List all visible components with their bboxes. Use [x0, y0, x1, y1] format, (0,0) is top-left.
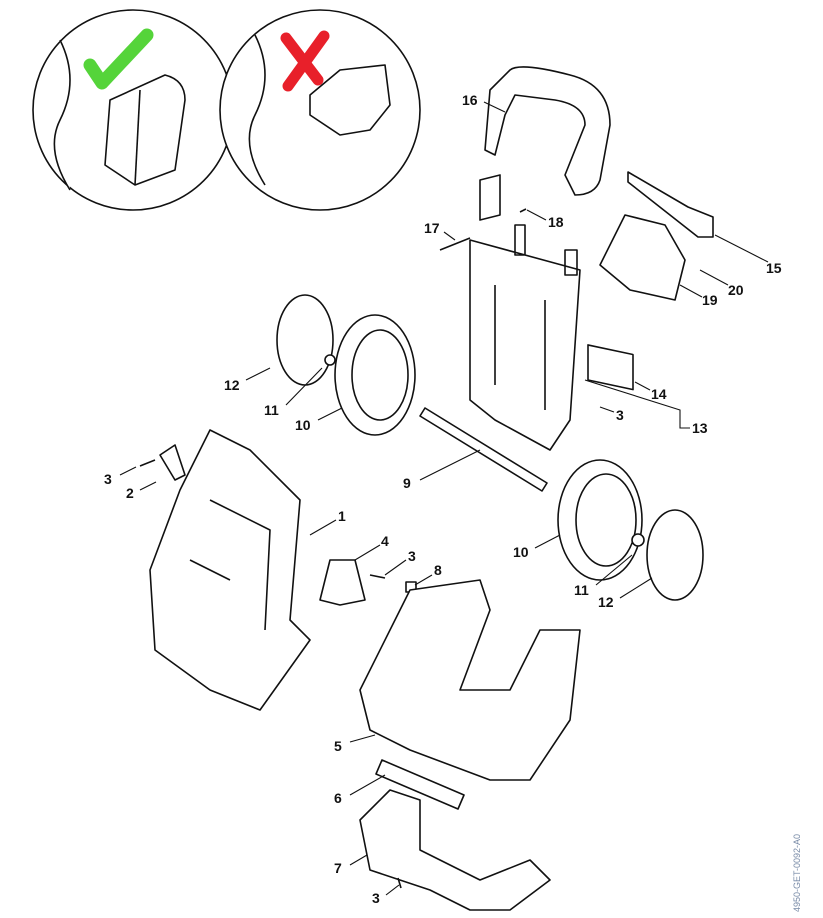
callout-3: 3	[408, 548, 416, 564]
part-axle	[419, 407, 548, 492]
part-19	[599, 214, 686, 301]
callout-16: 16	[462, 92, 478, 108]
callout-4: 4	[381, 533, 389, 549]
part-housing	[149, 429, 311, 711]
callout-14: 14	[651, 386, 667, 402]
check-icon	[83, 28, 154, 90]
part-wheel-right	[557, 459, 704, 601]
callout-10: 10	[513, 544, 529, 560]
callout-1: 1	[338, 508, 346, 524]
part-tube	[375, 759, 465, 810]
callout-11: 11	[264, 402, 279, 418]
part-label-plate	[587, 344, 634, 391]
callout-18: 18	[548, 214, 564, 230]
callout-9: 9	[403, 475, 411, 491]
callout-13: 13	[692, 420, 708, 436]
callout-2: 2	[126, 485, 134, 501]
callout-3: 3	[372, 890, 380, 906]
callout-19: 19	[702, 292, 718, 308]
callout-3: 3	[104, 471, 112, 487]
callout-10: 10	[295, 417, 311, 433]
callout-6: 6	[334, 790, 342, 806]
part-base	[359, 579, 581, 781]
part-handle	[484, 66, 611, 196]
drawing-code: 4950-GET-0092-A0	[792, 834, 802, 912]
callout-17: 17	[424, 220, 440, 236]
inset-correct	[32, 9, 234, 211]
callout-12: 12	[598, 594, 614, 610]
callout-5: 5	[334, 738, 342, 754]
callout-12: 12	[224, 377, 240, 393]
part-15	[627, 171, 714, 238]
part-wheel-left	[276, 294, 416, 436]
callout-3: 3	[616, 407, 624, 423]
leader-lines	[119, 101, 769, 896]
callout-20: 20	[728, 282, 744, 298]
callout-7: 7	[334, 860, 342, 876]
callout-11: 11	[574, 582, 589, 598]
callout-15: 15	[766, 260, 782, 276]
part-4	[319, 559, 366, 606]
callout-8: 8	[434, 562, 442, 578]
callout-labels: 16 17 18 15 20 19 14 13 3 12 11 10 9 3 2…	[104, 92, 782, 906]
part-7	[359, 789, 551, 911]
part-frame	[469, 174, 581, 451]
cross-icon	[280, 30, 330, 92]
inset-incorrect	[219, 9, 421, 211]
